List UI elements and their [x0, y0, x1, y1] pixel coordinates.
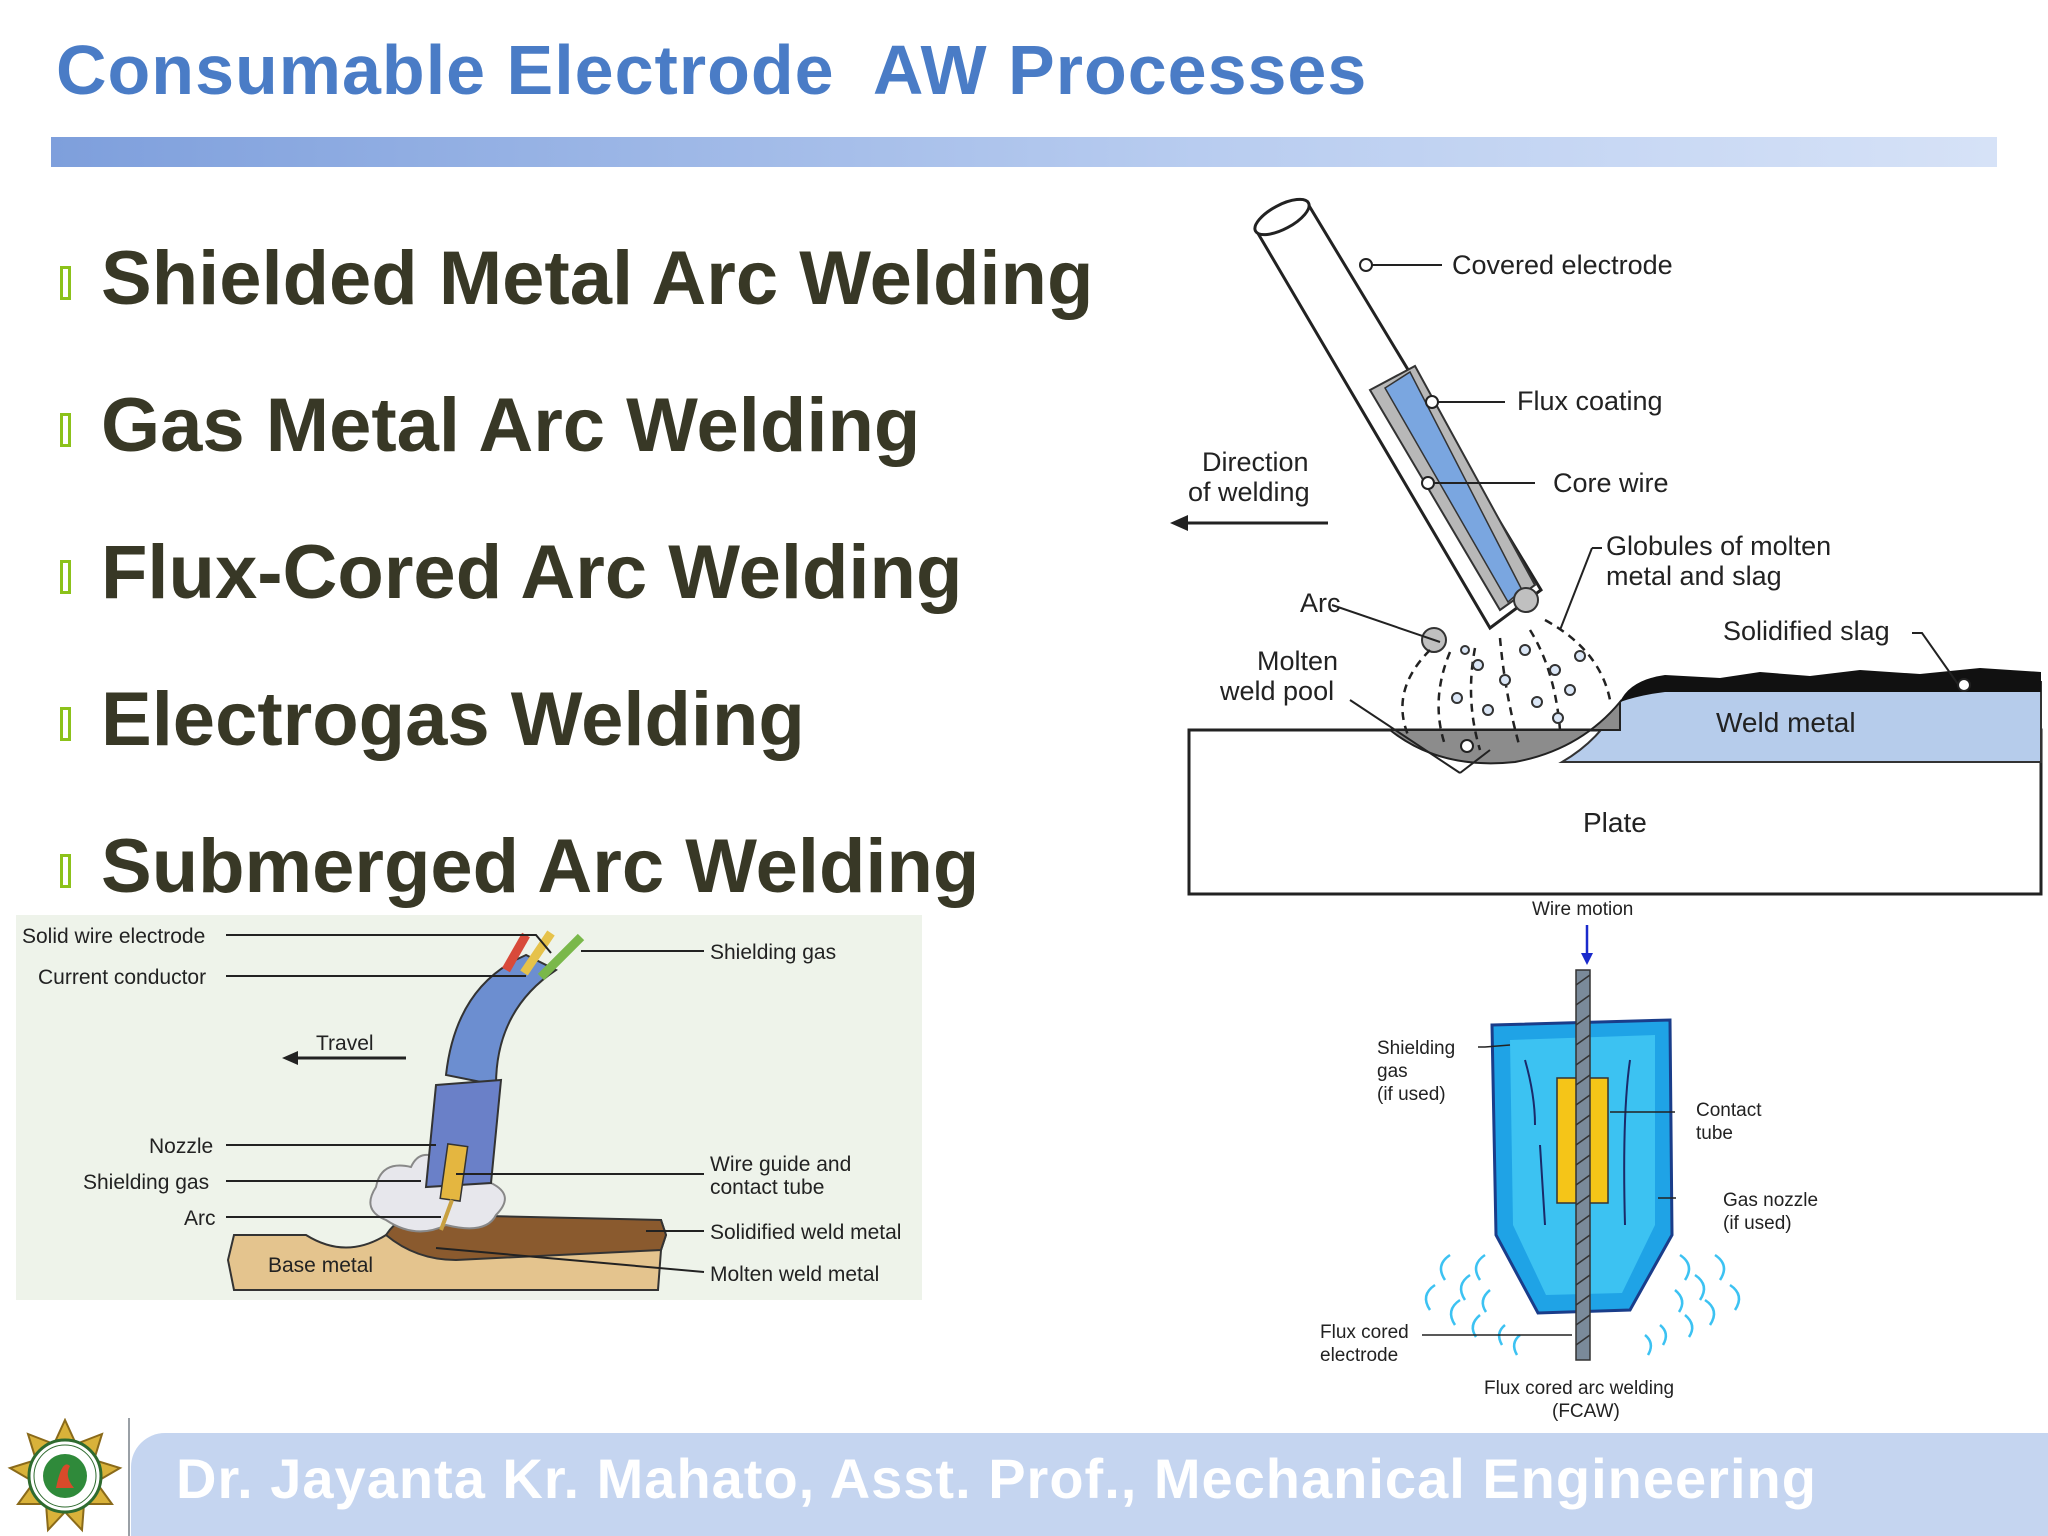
label-electrode: electrode	[1320, 1345, 1398, 1366]
cable-red	[502, 932, 530, 973]
label-wire-guide: Wire guide and	[710, 1153, 851, 1176]
bullet-text: Shielded Metal Arc Welding	[101, 236, 1094, 321]
label-solid-wire: Solid wire electrode	[22, 925, 205, 948]
label-nozzle: Nozzle	[149, 1135, 213, 1158]
slide-title: Consumable Electrode AW Processes	[56, 31, 1368, 109]
bullet-list: Shielded Metal Arc Welding Gas Metal Arc…	[60, 205, 1093, 940]
gmaw-diagram: Solid wire electrode Current conductor S…	[16, 915, 922, 1300]
label-shielding-gas-left: Shielding gas	[83, 1171, 209, 1194]
label-metal-slag: metal and slag	[1606, 561, 1782, 591]
cable-green	[537, 933, 585, 981]
wire-hatching	[1575, 974, 1591, 1346]
label-covered-electrode: Covered electrode	[1452, 250, 1673, 280]
label-gas: gas	[1377, 1061, 1408, 1082]
bullet-text: Gas Metal Arc Welding	[101, 383, 921, 468]
torch-nozzle	[424, 1078, 503, 1189]
label-molten: Molten	[1257, 646, 1338, 676]
label-solidified-weld: Solidified weld metal	[710, 1221, 901, 1244]
label-molten-weld: Molten weld metal	[710, 1263, 879, 1286]
label-of-welding: of welding	[1188, 477, 1310, 507]
label-solidified-slag: Solidified slag	[1723, 616, 1890, 646]
bullet-marker-icon	[60, 412, 71, 447]
torch-body	[444, 953, 558, 1087]
label-shielding: Shielding	[1377, 1038, 1455, 1059]
label-globules: Globules of molten	[1606, 531, 1831, 561]
bullet-item: Shielded Metal Arc Welding	[60, 205, 1093, 352]
label-travel: Travel	[316, 1032, 374, 1055]
contact-tube-right	[1587, 1077, 1609, 1204]
bullet-text: Electrogas Welding	[101, 677, 805, 762]
bullet-marker-icon	[60, 265, 71, 300]
label-if-used-2: (if used)	[1723, 1213, 1792, 1234]
label-current-conductor: Current conductor	[38, 966, 206, 989]
bullet-marker-icon	[60, 559, 71, 594]
label-weld-metal: Weld metal	[1716, 707, 1856, 738]
title-underline-bar	[51, 137, 1997, 167]
solidified-slag-layer	[1620, 668, 2041, 702]
gmaw-leader-lines	[226, 934, 705, 1273]
smaw-leader-lines	[1331, 258, 1971, 774]
label-weld-pool: weld pool	[1219, 676, 1334, 706]
label-gas-nozzle: Gas nozzle	[1723, 1190, 1818, 1211]
cable-yellow	[520, 930, 555, 976]
molten-globules	[1451, 644, 1586, 724]
label-contact-tube: contact tube	[710, 1176, 824, 1199]
bullet-text: Submerged Arc Welding	[101, 824, 980, 909]
label-flux-coating: Flux coating	[1517, 386, 1663, 416]
covered-electrode-rod	[1253, 197, 1543, 653]
fcaw-leader-lines	[1422, 1044, 1676, 1336]
label-core-wire: Core wire	[1553, 468, 1669, 498]
wire-electrode	[439, 1199, 454, 1231]
arrow-head-icon	[1170, 515, 1188, 531]
gas-flow-arrows	[1524, 1059, 1631, 1226]
label-arc: Arc	[184, 1207, 216, 1230]
bullet-text: Flux-Cored Arc Welding	[101, 530, 963, 615]
bullet-item: Submerged Arc Welding	[60, 793, 1093, 940]
bullet-item: Gas Metal Arc Welding	[60, 352, 1093, 499]
contact-tube-left	[1556, 1077, 1578, 1204]
label-wire-motion: Wire motion	[1532, 899, 1633, 920]
arrow-head-icon	[282, 1051, 298, 1065]
gas-plumes	[1424, 1253, 1741, 1356]
label-plate: Plate	[1583, 807, 1647, 838]
footer-divider	[128, 1418, 130, 1536]
label-shielding-gas-top: Shielding gas	[710, 941, 836, 964]
label-fcaw-abbrev: (FCAW)	[1552, 1401, 1620, 1422]
bullet-marker-icon	[60, 853, 71, 888]
label-flux-cored: Flux cored	[1320, 1322, 1409, 1343]
arrow-head-icon	[1581, 953, 1593, 965]
label-arc: Arc	[1300, 588, 1341, 618]
bullet-marker-icon	[60, 706, 71, 741]
arc-spray	[1401, 618, 1612, 751]
footer-bar	[131, 1433, 2048, 1536]
fcaw-diagram: Wire motion Shielding gas (if used) Cont…	[1320, 899, 1818, 1422]
footer-author: Dr. Jayanta Kr. Mahato, Asst. Prof., Mec…	[176, 1447, 1817, 1510]
bullet-item: Electrogas Welding	[60, 646, 1093, 793]
label-base-metal: Base metal	[268, 1254, 373, 1277]
bullet-item: Flux-Cored Arc Welding	[60, 499, 1093, 646]
label-direction: Direction	[1202, 447, 1309, 477]
flux-cored-wire	[1575, 969, 1591, 1361]
label-tube: tube	[1696, 1123, 1733, 1144]
label-if-used-1: (if used)	[1377, 1084, 1446, 1105]
label-contact: Contact	[1696, 1100, 1762, 1121]
smaw-diagram: Covered electrode Flux coating Core wire…	[1170, 197, 2043, 896]
university-logo-icon	[7, 1418, 123, 1533]
label-fcaw-caption: Flux cored arc welding	[1484, 1378, 1674, 1399]
